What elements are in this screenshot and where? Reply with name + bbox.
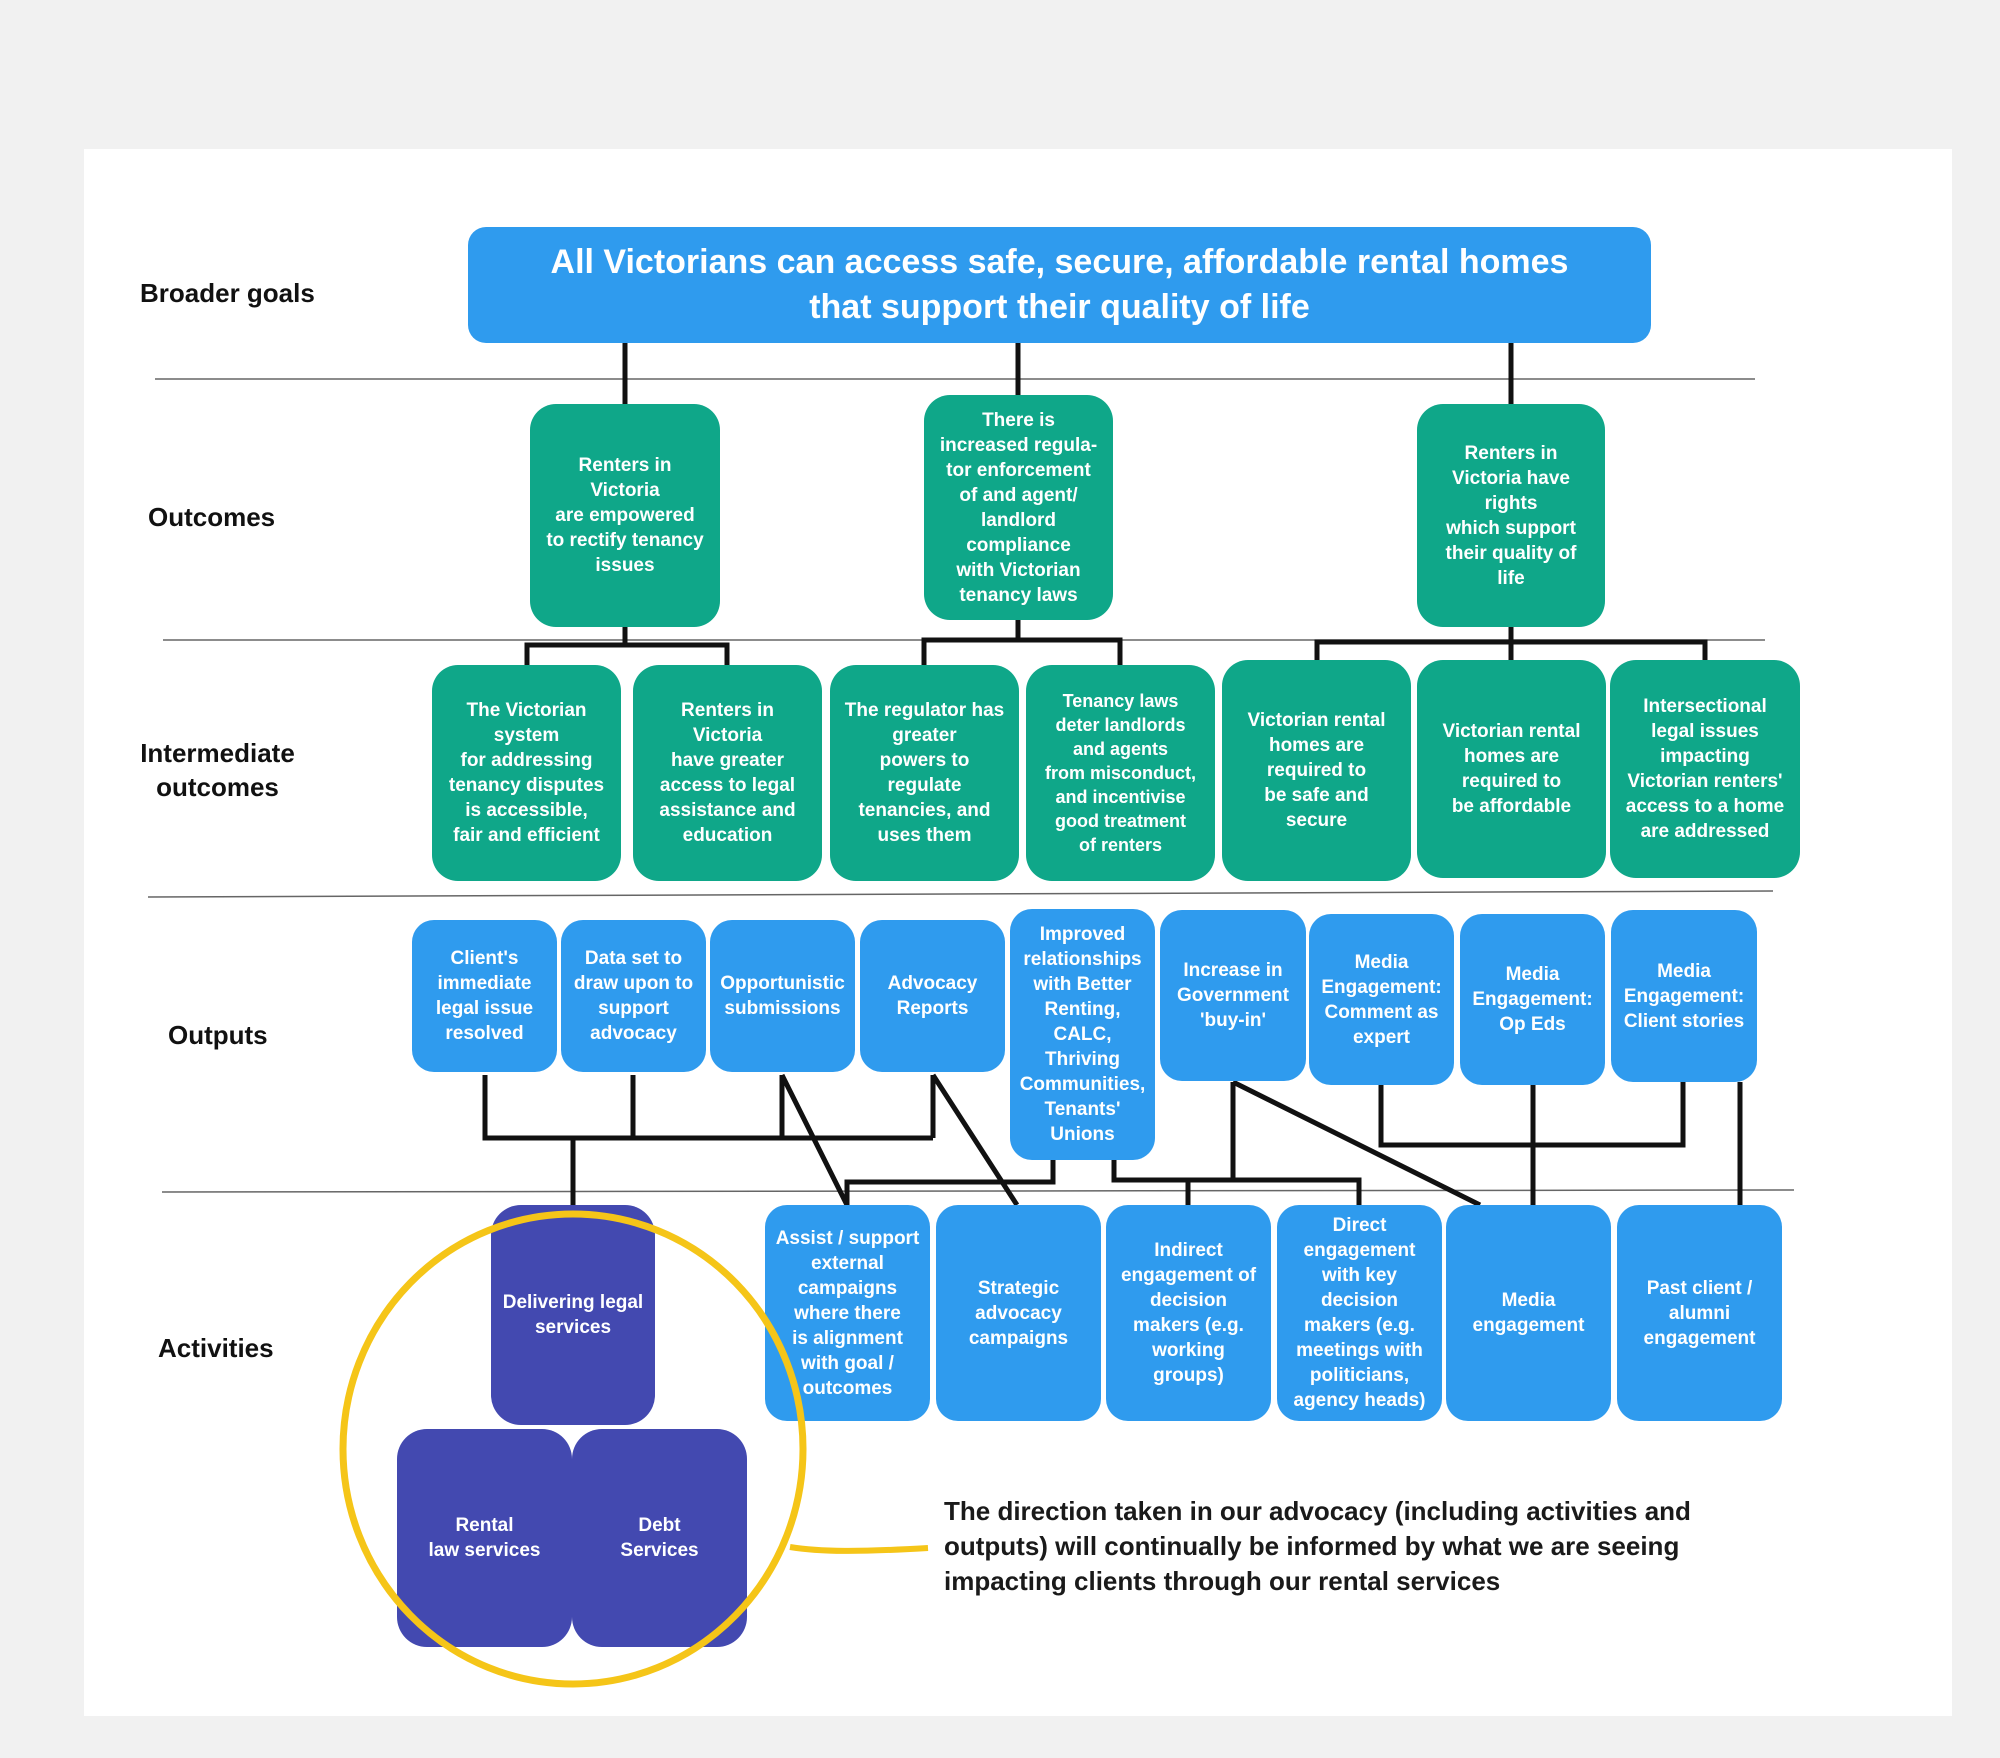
connector [1231,1079,1482,1208]
output-box: Improved relationships with Better Renti… [1010,909,1155,1160]
output-box: Data set to draw upon to support advocac… [561,920,706,1072]
highlight-callout-line [789,1544,929,1554]
output-box: Media Engagement: Comment as expert [1309,914,1454,1085]
intermediate-outcome-box: The Victorian system for addressing tena… [432,665,621,881]
activity-box: Indirect engagement of decision makers (… [1106,1205,1271,1421]
connector [1185,1082,1236,1205]
activity-box: Media engagement [1446,1205,1611,1421]
output-box: Media Engagement: Client stories [1611,910,1757,1082]
activity-box: Direct engagement with key decision make… [1277,1205,1442,1421]
connector [482,1075,936,1205]
output-box: Increase in Government 'buy-in' [1160,910,1306,1081]
activity-box: Strategic advocacy campaigns [936,1205,1101,1421]
highlight-circle [339,1210,807,1688]
output-box: Opportunistic submissions [710,920,855,1072]
activity-box: Past client / alumni engagement [1617,1205,1782,1421]
connector [930,1073,1020,1207]
row-label-activities: Activities [158,1333,274,1363]
outcome-box: There is increased regula- tor enforceme… [924,395,1113,620]
divider-line [147,890,1774,898]
divider-line [161,1189,1795,1193]
row-label-intermediate-outcomes: Intermediate outcomes [140,738,295,802]
rental-law-services-box: Rental law services [397,1429,572,1647]
output-box: Media Engagement: Op Eds [1460,914,1605,1085]
intermediate-outcome-box: Tenancy laws deter landlords and agents … [1026,665,1215,881]
intermediate-outcome-box: Intersectional legal issues impacting Vi… [1610,660,1800,878]
output-box: Advocacy Reports [860,920,1005,1072]
connector [921,620,1123,665]
intermediate-outcome-box: The regulator has greater powers to regu… [830,665,1019,881]
output-box: Client's immediate legal issue resolved [412,920,557,1072]
delivering-legal-services-box: Delivering legal services [491,1205,655,1425]
tree-connectors [482,343,1743,1208]
debt-services-box: Debt Services [572,1429,747,1647]
connector [1314,627,1708,660]
connector [844,1160,1056,1205]
intermediate-outcome-box: Victorian rental homes are required to b… [1417,660,1606,878]
intermediate-outcome-box: Victorian rental homes are required to b… [1222,660,1411,881]
outcome-box: Renters in Victoria have rights which su… [1417,404,1605,627]
connector [1111,1160,1362,1205]
intermediate-outcome-box: Renters in Victoria have greater access … [633,665,822,881]
broader-goal-box: All Victorians can access safe, secure, … [468,227,1651,343]
row-label-outputs: Outputs [168,1020,268,1050]
connector [1378,1082,1686,1205]
connector [622,343,1514,404]
connector [524,627,730,665]
connector [779,1073,850,1207]
outcome-box: Renters in Victoria are empowered to rec… [530,404,720,627]
row-label-outcomes: Outcomes [148,502,276,532]
advocacy-direction-note: The direction taken in our advocacy (inc… [944,1496,1691,1596]
row-label-broader-goals: Broader goals [140,278,315,308]
